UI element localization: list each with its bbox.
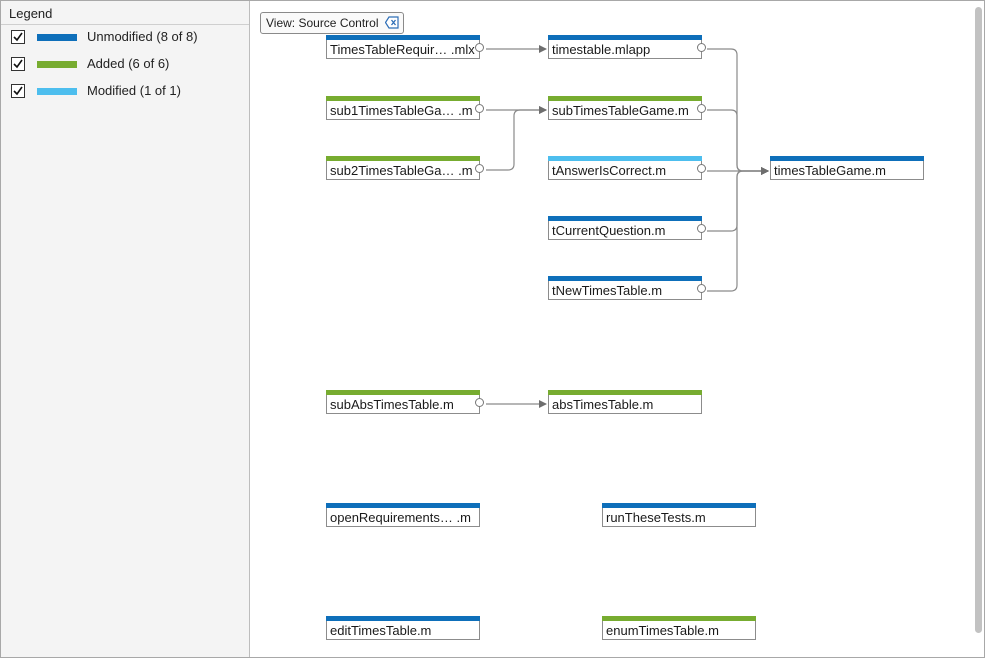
legend-swatch-modified	[37, 88, 77, 95]
node-tansweriscorrect-m[interactable]: tAnswerIsCorrect.m	[548, 156, 706, 180]
node-tcurrentquestion-m[interactable]: tCurrentQuestion.m	[548, 216, 706, 240]
status-bar	[326, 156, 480, 161]
node-label: enumTimesTable.m	[606, 623, 719, 638]
legend-divider	[1, 24, 249, 25]
status-bar	[326, 96, 480, 101]
node-output-port[interactable]	[475, 164, 484, 173]
status-bar	[326, 503, 480, 508]
legend-label-added: Added (6 of 6)	[87, 56, 170, 71]
node-output-port[interactable]	[697, 164, 706, 173]
node-output-port[interactable]	[697, 224, 706, 233]
node-label: tNewTimesTable.m	[552, 283, 663, 298]
node-openrequirements-m[interactable]: openRequirements… .m	[326, 503, 480, 527]
edge-n5-n4[interactable]	[486, 106, 547, 171]
node-enumtimestable-m[interactable]: enumTimesTable.m	[602, 616, 756, 640]
dependency-graph-canvas[interactable]: View: Source Control TimesTableRequir… .…	[250, 1, 984, 657]
checkmark-icon	[13, 59, 23, 69]
status-bar	[548, 35, 702, 40]
legend-title: Legend	[9, 6, 53, 21]
node-output-port[interactable]	[697, 43, 706, 52]
node-tnewtimestable-m[interactable]: tNewTimesTable.m	[548, 276, 706, 300]
node-output-port[interactable]	[475, 104, 484, 113]
node-abstimestable-m[interactable]: absTimesTable.m	[548, 390, 702, 414]
node-label: editTimesTable.m	[330, 623, 432, 638]
checkmark-icon	[13, 32, 23, 42]
node-label: tAnswerIsCorrect.m	[552, 163, 667, 178]
status-bar	[548, 156, 702, 161]
node-label: subAbsTimesTable.m	[330, 397, 454, 412]
node-label: TimesTableRequir… .mlx	[330, 42, 475, 57]
node-label: sub1TimesTableGa… .m	[330, 103, 473, 118]
status-bar	[326, 35, 480, 40]
status-bar	[548, 216, 702, 221]
legend-checkbox-added[interactable]	[11, 57, 25, 71]
node-timestablerequirements-mlx[interactable]: TimesTableRequir… .mlx	[326, 35, 484, 59]
node-runthesetests-m[interactable]: runTheseTests.m	[602, 503, 756, 527]
node-label: openRequirements… .m	[330, 510, 471, 525]
legend-label-unmodified: Unmodified (8 of 8)	[87, 29, 198, 44]
close-x-icon[interactable]	[384, 16, 399, 29]
status-bar	[602, 503, 756, 508]
legend-swatch-unmodified	[37, 34, 77, 41]
legend-item-added[interactable]: Added (6 of 6)	[11, 56, 241, 74]
node-output-port[interactable]	[697, 284, 706, 293]
legend-panel: Legend Unmodified (8 of 8) Added (6 of 6…	[1, 1, 250, 657]
node-output-port[interactable]	[475, 398, 484, 407]
node-subtimestablegame-m[interactable]: subTimesTableGame.m	[548, 96, 706, 120]
legend-checkbox-unmodified[interactable]	[11, 30, 25, 44]
vertical-scrollbar-thumb[interactable]	[975, 7, 982, 633]
legend-item-modified[interactable]: Modified (1 of 1)	[11, 83, 241, 101]
node-label: tCurrentQuestion.m	[552, 223, 666, 238]
node-timestablegame-m[interactable]: timesTableGame.m	[770, 156, 924, 180]
legend-label-modified: Modified (1 of 1)	[87, 83, 181, 98]
node-sub2timestablegame-m[interactable]: sub2TimesTableGa… .m	[326, 156, 484, 180]
status-bar	[548, 96, 702, 101]
view-filter-label: View: Source Control	[266, 16, 379, 30]
status-bar	[326, 390, 480, 395]
node-sub1timestablegame-m[interactable]: sub1TimesTableGa… .m	[326, 96, 484, 120]
status-bar	[548, 276, 702, 281]
legend-swatch-added	[37, 61, 77, 68]
edge-n9-n7[interactable]	[707, 167, 769, 292]
status-bar	[548, 390, 702, 395]
view-filter-chip[interactable]: View: Source Control	[260, 12, 404, 34]
status-bar	[602, 616, 756, 621]
graph-edges	[486, 45, 769, 408]
node-label: timesTableGame.m	[774, 163, 886, 178]
node-output-port[interactable]	[697, 104, 706, 113]
checkmark-icon	[13, 86, 23, 96]
edge-n4-n7[interactable]	[707, 109, 769, 175]
node-output-port[interactable]	[475, 43, 484, 52]
node-label: sub2TimesTableGa… .m	[330, 163, 473, 178]
node-subabstimestable-m[interactable]: subAbsTimesTable.m	[326, 390, 484, 414]
status-bar	[770, 156, 924, 161]
node-label: absTimesTable.m	[552, 397, 654, 412]
node-label: runTheseTests.m	[606, 510, 706, 525]
node-edittimestable-m[interactable]: editTimesTable.m	[326, 616, 480, 640]
node-label: timestable.mlapp	[552, 42, 651, 57]
legend-item-unmodified[interactable]: Unmodified (8 of 8)	[11, 29, 241, 47]
node-label: subTimesTableGame.m	[552, 103, 689, 118]
legend-checkbox-modified[interactable]	[11, 84, 25, 98]
status-bar	[326, 616, 480, 621]
node-timestable-mlapp[interactable]: timestable.mlapp	[548, 35, 706, 59]
